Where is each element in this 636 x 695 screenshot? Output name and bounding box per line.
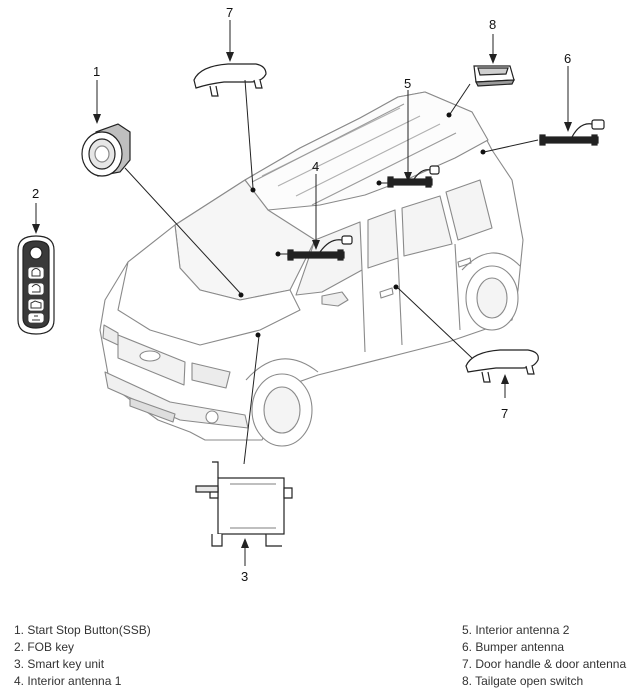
legend-right-column: 5. Interior antenna 2 6. Bumper antenna … (462, 622, 626, 690)
door-handle-right-illustration (465, 349, 539, 383)
legend-left-column: 1. Start Stop Button(SSB) 2. FOB key 3. … (14, 622, 151, 690)
legend-item: 2. FOB key (14, 640, 75, 654)
legend-item: 8. Tailgate open switch (462, 674, 584, 688)
door-handle-top-illustration (193, 63, 267, 97)
legend-item: 3. Smart key unit (14, 657, 105, 671)
tailgate-switch-illustration (473, 65, 515, 87)
lock-icon (31, 268, 41, 277)
bumper-antenna-illustration (539, 119, 605, 146)
leader-lines (35, 20, 569, 566)
keyless-system-diagram: 1 2 3 4 5 6 7 7 8 (17, 5, 605, 584)
legend-item: 1. Start Stop Button(SSB) (14, 623, 151, 637)
smart-key-unit-illustration (195, 461, 293, 547)
callout-6: 6 (564, 51, 571, 66)
callout-4: 4 (312, 159, 319, 174)
mount-point-dots (238, 112, 486, 338)
callout-2: 2 (32, 186, 39, 201)
start-stop-button-illustration (81, 123, 131, 177)
legend-item: 4. Interior antenna 1 (14, 674, 122, 688)
callout-8: 8 (489, 17, 496, 32)
callout-3: 3 (241, 569, 248, 584)
legend-item: 6. Bumper antenna (462, 640, 565, 654)
vehicle-illustration (99, 91, 524, 447)
callout-5: 5 (404, 76, 411, 91)
callout-7-right: 7 (501, 406, 508, 421)
callout-1: 1 (93, 64, 100, 79)
unlock-icon (31, 284, 41, 293)
legend-item: 5. Interior antenna 2 (462, 623, 570, 637)
panic-icon (32, 315, 40, 321)
callout-7-top: 7 (226, 5, 233, 20)
interior-antenna-2-illustration (387, 165, 440, 188)
legend-item: 7. Door handle & door antenna (462, 657, 627, 671)
trunk-icon (30, 300, 42, 309)
interior-antenna-1-illustration (287, 235, 353, 261)
leader-arrowheads (32, 52, 572, 548)
